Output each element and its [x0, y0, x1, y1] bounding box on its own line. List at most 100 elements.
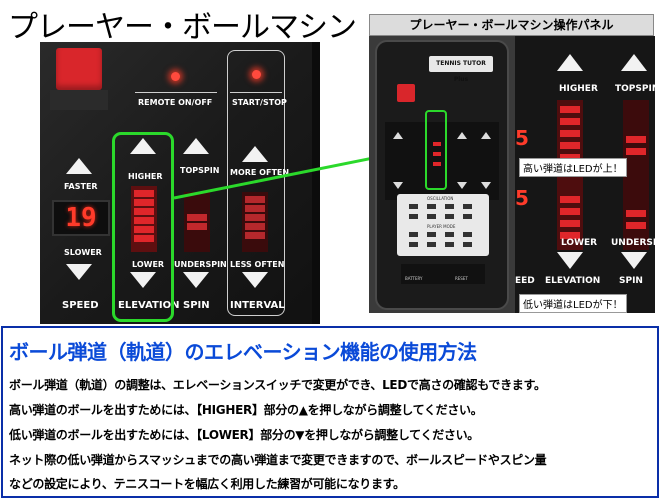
- device-up-icon: [457, 132, 467, 139]
- elevation-led-seg: [134, 235, 154, 242]
- device-led: [433, 142, 441, 146]
- caption-low: 低い弾道はLEDが下！: [519, 294, 627, 313]
- device-power-switch[interactable]: [397, 84, 415, 102]
- higher-arrow-icon[interactable]: [130, 138, 156, 154]
- spin-led-bar: [184, 192, 210, 252]
- interval-label: INTERVAL: [230, 300, 285, 311]
- zoom-led-seg: [560, 208, 580, 215]
- device-button[interactable]: [427, 242, 436, 247]
- zoom-underspin-label: UNDERSPIN: [611, 238, 655, 248]
- device-button[interactable]: [445, 204, 454, 209]
- elevation-led-seg: [134, 199, 154, 206]
- elevation-label: ELEVATION: [118, 300, 180, 311]
- zoom-lower-label: LOWER: [561, 238, 598, 248]
- lower-arrow-icon[interactable]: [130, 272, 156, 288]
- info-heading: ボール弾道（軌道）のエレベーション機能の使用方法: [9, 340, 477, 364]
- remote-line: [135, 92, 217, 93]
- device-button[interactable]: [427, 204, 436, 209]
- zoom-higher-arrow-icon: [557, 54, 583, 71]
- device-button[interactable]: [409, 242, 418, 247]
- zoom-detail: HIGHER TOPSPIN 5 5 高い弾道はLEDが上！ LOWER UND…: [515, 36, 655, 313]
- zoom-lower-arrow-icon: [557, 252, 583, 269]
- device-button[interactable]: [445, 214, 454, 219]
- device-logo: TENNIS TUTOR Plus: [429, 56, 493, 83]
- interval-led-bar: [242, 192, 268, 252]
- device-button[interactable]: [409, 204, 418, 209]
- slower-arrow-icon[interactable]: [66, 264, 92, 280]
- more-often-label: MORE OFTEN: [230, 168, 290, 177]
- interval-led-seg: [245, 214, 265, 221]
- device-mode-panel: OSCILLATION PLAYER MODE: [397, 194, 489, 256]
- interval-led-seg: [245, 205, 265, 212]
- zoom-topspin-arrow-icon: [621, 54, 647, 71]
- device-led: [433, 162, 441, 166]
- startstop-led: [252, 70, 261, 79]
- more-often-arrow-icon[interactable]: [242, 146, 268, 162]
- elevation-led-seg: [134, 208, 154, 215]
- oscillation-label: OSCILLATION: [427, 196, 454, 201]
- topspin-label: TOPSPIN: [180, 166, 220, 175]
- reset-label: RESET: [455, 276, 468, 281]
- device-button[interactable]: [445, 242, 454, 247]
- info-box: ボール弾道（軌道）のエレベーション機能の使用方法 ボール弾道（軌道）の調整は、エ…: [1, 326, 659, 498]
- higher-label: HIGHER: [128, 172, 163, 181]
- device-led: [433, 152, 441, 156]
- info-line: 高い弾道のボールを出すためには、【HIGHER】部分の▲を押しながら調整してくだ…: [9, 403, 483, 417]
- device-image: TENNIS TUTOR Plus OSCILLATION PLAYER MOD…: [375, 40, 509, 310]
- device-button[interactable]: [463, 214, 472, 219]
- zoom-spin-led-bar: [623, 100, 649, 250]
- machine-photo: REMOTE ON/OFF START/STOP FASTER 19 SLOWE…: [40, 42, 320, 324]
- startstop-line: [230, 92, 282, 93]
- spin-led-seg: [187, 214, 207, 221]
- zoom-speed-partial-label: EED: [515, 276, 535, 286]
- faster-label: FASTER: [64, 182, 98, 191]
- device-button[interactable]: [445, 232, 454, 237]
- caption-high: 高い弾道はLEDが上！: [519, 158, 627, 177]
- power-switch[interactable]: [56, 48, 102, 90]
- device-button[interactable]: [463, 232, 472, 237]
- zoom-topspin-label: TOPSPIN: [615, 84, 655, 94]
- zoom-spin-label: SPIN: [619, 276, 643, 286]
- battery-label: BATTERY: [405, 276, 423, 281]
- device-down-icon: [393, 182, 403, 189]
- zoom-led-seg: [560, 118, 580, 125]
- device-button[interactable]: [463, 242, 472, 247]
- zoom-led-seg: [626, 222, 646, 229]
- device-up-icon: [393, 132, 403, 139]
- underspin-arrow-icon[interactable]: [183, 272, 209, 288]
- device-button[interactable]: [463, 204, 472, 209]
- topspin-arrow-icon[interactable]: [183, 138, 209, 154]
- device-button[interactable]: [409, 232, 418, 237]
- elevation-led-seg: [134, 217, 154, 224]
- device-bottom-panel: BATTERY RESET: [401, 264, 485, 284]
- info-line: ボール弾道（軌道）の調整は、エレベーションスイッチで変更ができ、LEDで高さの確…: [9, 378, 546, 392]
- operation-panel-title: プレーヤー・ボールマシン操作パネル: [369, 14, 654, 36]
- zoom-led-seg: [626, 210, 646, 217]
- slower-label: SLOWER: [64, 248, 102, 257]
- lower-label: LOWER: [132, 260, 165, 269]
- zoom-led-seg: [560, 196, 580, 203]
- device-button[interactable]: [427, 214, 436, 219]
- info-line: 低い弾道のボールを出すためには、【LOWER】部分の▼を押しながら調整してくださ…: [9, 428, 480, 442]
- speed-display: 19: [52, 200, 110, 236]
- less-often-arrow-icon[interactable]: [242, 272, 268, 288]
- zoom-led-seg: [560, 130, 580, 137]
- device-down-icon: [457, 182, 467, 189]
- startstop-label: START/STOP: [232, 98, 287, 107]
- faster-arrow-icon[interactable]: [66, 158, 92, 174]
- interval-led-seg: [245, 223, 265, 230]
- zoom-underspin-arrow-icon: [621, 252, 647, 269]
- zoom-led-seg: [626, 148, 646, 155]
- device-button[interactable]: [427, 232, 436, 237]
- zoom-higher-label: HIGHER: [559, 84, 598, 94]
- spin-label: SPIN: [183, 300, 210, 311]
- player-mode-label: PLAYER MODE: [427, 224, 456, 229]
- zoom-led-seg: [560, 232, 580, 239]
- zoom-speed-digit: 5: [515, 126, 529, 150]
- power-switch-base: [50, 90, 108, 110]
- device-button[interactable]: [409, 214, 418, 219]
- photo-edge: [312, 42, 320, 324]
- interval-led-seg: [245, 196, 265, 203]
- info-line: などの設定により、テニスコートを幅広く利用した練習が可能になります。: [9, 477, 405, 491]
